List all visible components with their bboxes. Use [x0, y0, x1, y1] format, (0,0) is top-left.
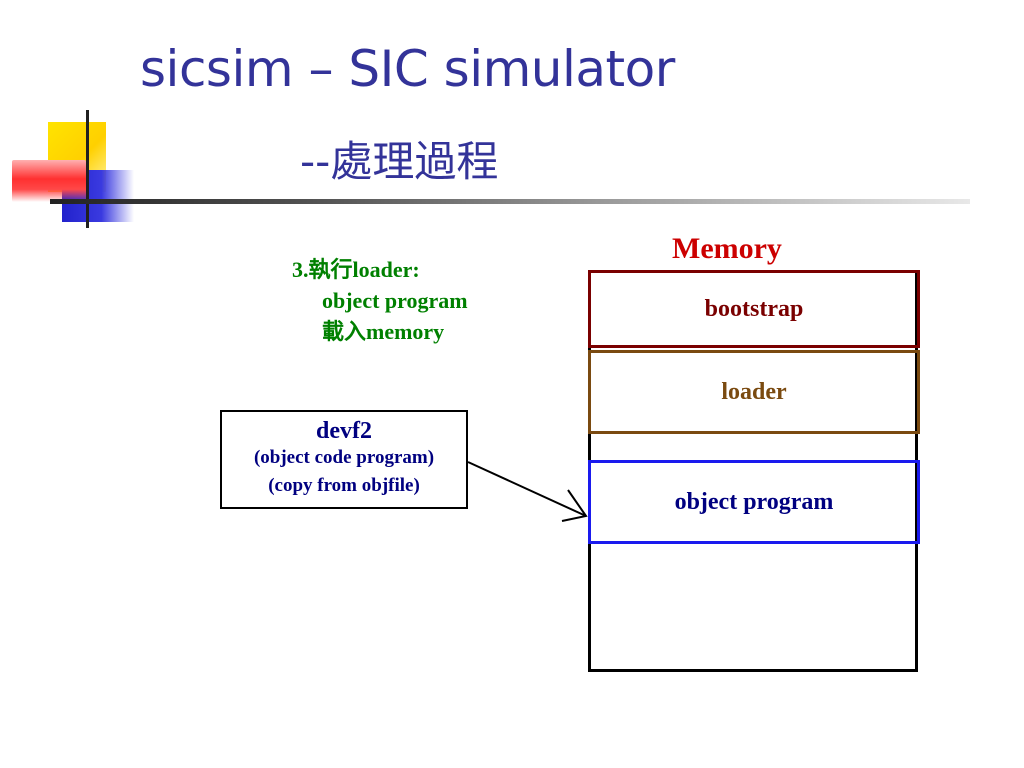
memory-label: Memory	[672, 232, 782, 265]
memory-block-object-program: object program	[588, 460, 920, 544]
source-file-line-2: (copy from objfile)	[268, 475, 420, 496]
step-description: 3.執行loader: object program 載入memory	[292, 254, 468, 347]
memory-block-bootstrap: bootstrap	[588, 270, 920, 348]
slide-subtitle: --處理過程	[300, 128, 498, 189]
step-line-1: 3.執行loader:	[292, 257, 420, 282]
title-divider-line	[50, 199, 970, 204]
subtitle-dashes: --	[300, 137, 331, 186]
step-line-2: object program	[322, 288, 468, 313]
source-file-box: devf2 (object code program) (copy from o…	[220, 410, 468, 509]
logo-red-square	[12, 160, 86, 202]
subtitle-text: 處理過程	[330, 137, 499, 186]
source-file-line-1: (object code program)	[253, 447, 435, 468]
step-line-3: 載入memory	[322, 319, 445, 344]
logo-vertical-line	[86, 110, 89, 228]
slide-title: sicsim – SIC simulator	[140, 40, 675, 98]
source-file-title: devf2	[316, 418, 372, 444]
memory-block-loader: loader	[588, 350, 920, 434]
